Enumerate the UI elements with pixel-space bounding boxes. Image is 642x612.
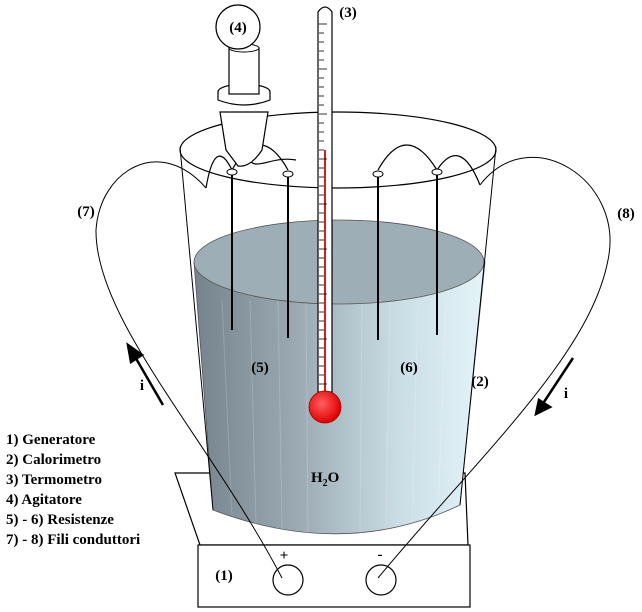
lid-hole-4 — [431, 168, 443, 176]
stirrer-sleeve — [219, 111, 269, 167]
current-arrow-left-head — [126, 342, 145, 365]
water-label-sub: 2 — [323, 478, 328, 489]
label-8: (8) — [617, 206, 635, 222]
thermometer-bulb — [308, 390, 342, 424]
generator-front — [197, 544, 471, 608]
lid-hole-2 — [282, 170, 294, 178]
legend-item-termometro: 3) Termometro — [6, 472, 102, 488]
stirrer: (4) — [215, 4, 297, 167]
label-5: (5) — [251, 360, 269, 376]
water-body — [193, 261, 486, 535]
lid-hole-3 — [372, 170, 384, 178]
stirrer-rod — [228, 47, 260, 95]
current-arrows — [126, 342, 575, 417]
current-label-left: i — [140, 378, 144, 394]
current-arrow-left — [132, 354, 165, 406]
label-1: (1) — [215, 568, 233, 584]
stirrer-knob — [215, 4, 261, 50]
calorimeter-left-wall — [179, 146, 214, 511]
calorimeter-lid — [179, 111, 497, 189]
water-label: H2O — [311, 470, 339, 489]
current-label-right: i — [564, 386, 568, 402]
label-3: (3) — [339, 5, 357, 21]
legend-item-fili: 7) - 8) Fili conduttori — [6, 532, 141, 548]
legend: 1) Generatore 2) Calorimetro 3) Termomet… — [6, 430, 140, 550]
current-arrow-right-head — [534, 397, 553, 417]
water-shading — [221, 299, 447, 534]
current-arrow-right — [540, 357, 575, 406]
positive-terminal — [272, 564, 304, 596]
label-2: (2) — [471, 374, 489, 390]
legend-item-resistenze: 5) - 6) Resistenze — [6, 512, 114, 528]
label-4: (4) — [229, 20, 247, 36]
thermometer-ticks — [319, 23, 327, 385]
calorimeter: (2) H2O — [179, 111, 497, 535]
resistor-6-right-loop — [436, 155, 481, 186]
water-label-o: O — [328, 470, 340, 486]
legend-item-calorimetro: 2) Calorimetro — [6, 452, 102, 468]
calorimeter-right-wall — [459, 146, 497, 506]
stirrer-collar-side — [217, 92, 271, 106]
lid-hole-1 — [226, 168, 238, 176]
negative-terminal — [365, 564, 397, 596]
wire-8 — [377, 156, 611, 579]
plus-sign: + — [280, 548, 289, 564]
water-label-h: H — [311, 470, 323, 486]
label-7: (7) — [77, 204, 95, 220]
resistor-6-top-loop — [377, 144, 438, 171]
wire-7 — [95, 161, 283, 579]
legend-item-agitatore: 4) Agitatore — [6, 492, 82, 508]
label-6: (6) — [400, 360, 418, 376]
resistor-5-left-loop — [205, 155, 233, 189]
legend-item-generatore: 1) Generatore — [6, 432, 96, 448]
thermometer: (3) — [308, 5, 357, 424]
wires — [95, 156, 611, 579]
water-surface — [193, 219, 485, 305]
minus-sign: - — [378, 547, 383, 563]
